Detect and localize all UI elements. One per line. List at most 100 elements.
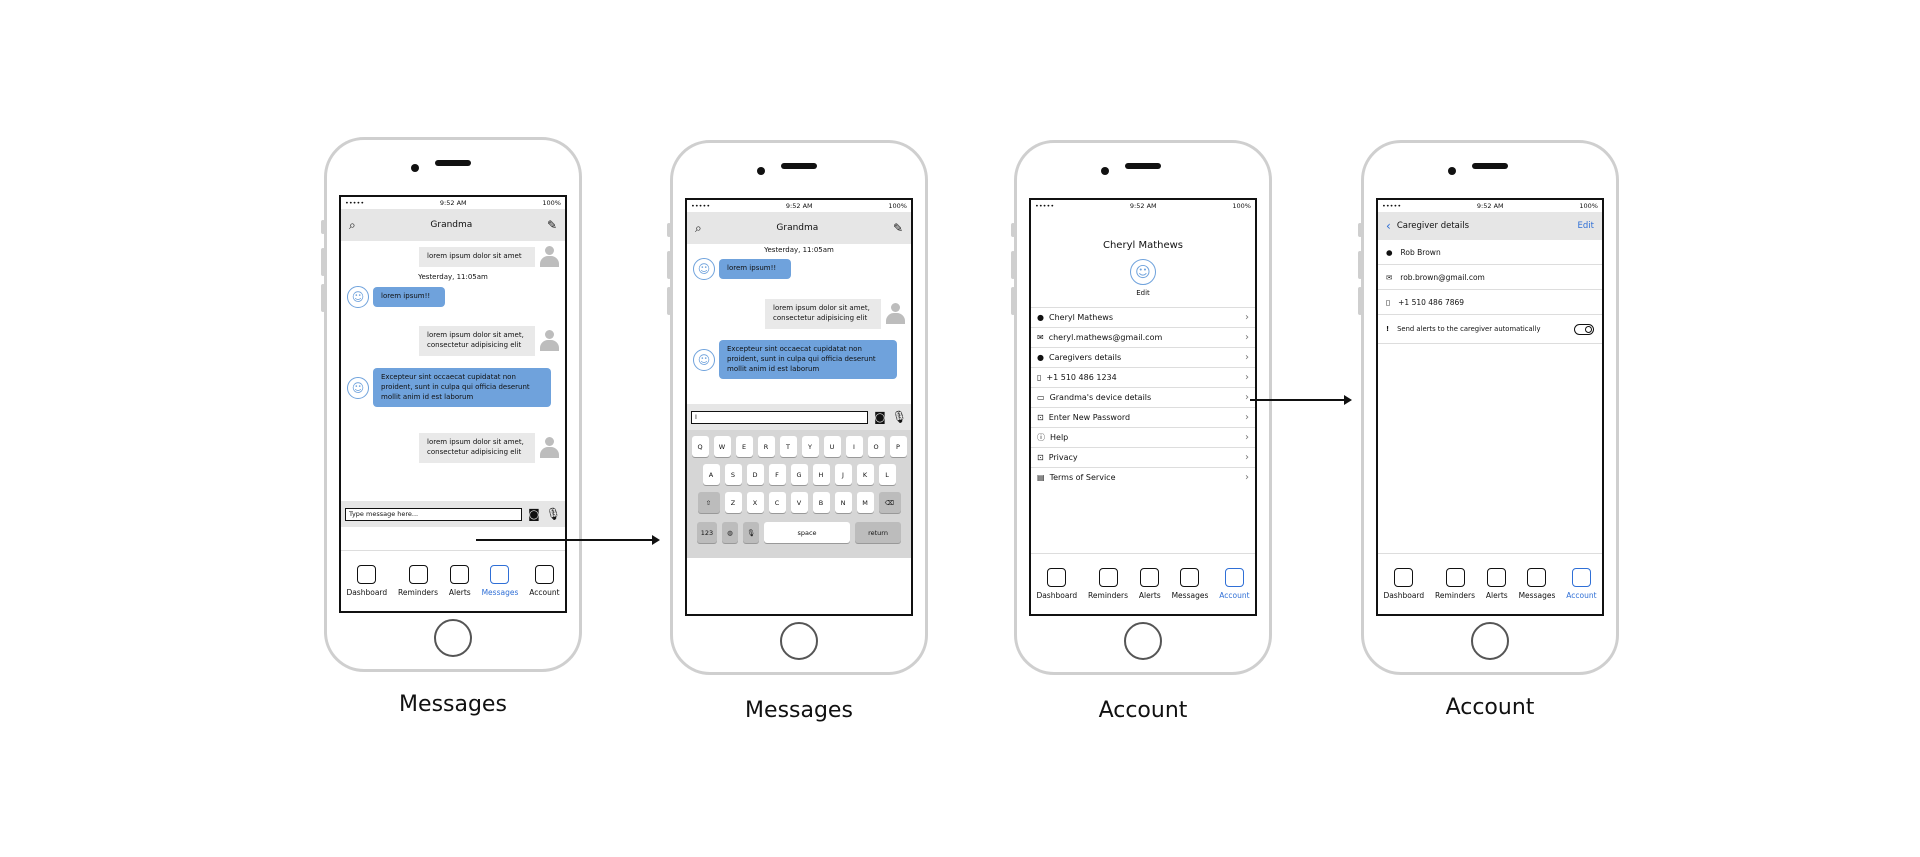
- home-button[interactable]: [780, 622, 818, 660]
- key[interactable]: A: [702, 464, 720, 485]
- key[interactable]: E: [735, 436, 753, 457]
- key[interactable]: O: [867, 436, 885, 457]
- clock: 9:52 AM: [1476, 202, 1504, 210]
- screen: ••••• 9:52 AM 100% ‹ Caregiver details E…: [1376, 198, 1604, 616]
- account-row-phone[interactable]: ▯+1 510 486 1234›: [1031, 367, 1255, 387]
- keyboard: Q W E R T Y U I O P A S D F G H: [687, 430, 911, 558]
- caregiver-phone-row: ▯+1 510 486 7869: [1378, 290, 1602, 315]
- timestamp: Yesterday, 11:05am: [764, 246, 834, 254]
- key[interactable]: F: [768, 464, 786, 485]
- tab-dashboard[interactable]: Dashboard: [1036, 568, 1077, 600]
- numbers-key[interactable]: 123: [697, 522, 717, 543]
- home-button[interactable]: [434, 619, 472, 657]
- account-row-email[interactable]: ✉cheryl.mathews@gmail.com›: [1031, 327, 1255, 347]
- chevron-right-icon: ›: [1245, 312, 1249, 323]
- tab-reminders[interactable]: Reminders: [1435, 568, 1475, 600]
- camera-icon[interactable]: ◙: [874, 410, 886, 424]
- key[interactable]: C: [768, 492, 786, 513]
- key[interactable]: N: [834, 492, 852, 513]
- back-chevron-icon[interactable]: ‹: [1386, 219, 1391, 233]
- account-row-privacy[interactable]: ⊡Privacy›: [1031, 447, 1255, 467]
- key[interactable]: P: [889, 436, 907, 457]
- key[interactable]: L: [878, 464, 896, 485]
- compose-icon[interactable]: ✎: [892, 221, 903, 235]
- key[interactable]: K: [856, 464, 874, 485]
- tab-alerts[interactable]: Alerts: [1139, 568, 1161, 600]
- tab-account[interactable]: Account: [1566, 568, 1597, 600]
- tab-messages[interactable]: Messages: [1519, 568, 1555, 600]
- tab-account[interactable]: Account: [1219, 568, 1250, 600]
- speaker: [1472, 163, 1508, 169]
- info-icon: ⓘ: [1037, 433, 1045, 442]
- tab-messages[interactable]: Messages: [482, 565, 518, 597]
- key[interactable]: X: [746, 492, 764, 513]
- account-row-password[interactable]: ⊡Enter New Password›: [1031, 407, 1255, 427]
- key[interactable]: U: [823, 436, 841, 457]
- edit-profile-link[interactable]: Edit: [1136, 289, 1150, 297]
- phone-account: ••••• 9:52 AM 100% Cheryl Mathews ☺ Edit…: [1011, 140, 1272, 740]
- lock-icon: ⊡: [1037, 453, 1044, 462]
- key[interactable]: G: [790, 464, 808, 485]
- battery: 100%: [1579, 202, 1598, 210]
- phone-caregiver-details: ••••• 9:52 AM 100% ‹ Caregiver details E…: [1358, 140, 1619, 740]
- compose-icon[interactable]: ✎: [546, 218, 557, 232]
- message-input[interactable]: Type message here...: [345, 507, 523, 521]
- key[interactable]: T: [779, 436, 797, 457]
- space-key[interactable]: space: [764, 522, 850, 543]
- account-row-name[interactable]: ●Cheryl Mathews›: [1031, 307, 1255, 327]
- return-key[interactable]: return: [855, 522, 901, 543]
- microphone-icon[interactable]: 🎙︎: [545, 507, 561, 521]
- tab-messages[interactable]: Messages: [1172, 568, 1208, 600]
- key[interactable]: Q: [691, 436, 709, 457]
- alerts-toggle[interactable]: [1574, 323, 1594, 335]
- mail-icon: ✉: [1037, 333, 1044, 342]
- key[interactable]: Y: [801, 436, 819, 457]
- message-bubble: lorem ipsum!!: [373, 287, 445, 307]
- tab-reminders[interactable]: Reminders: [398, 565, 438, 597]
- home-button[interactable]: [1124, 622, 1162, 660]
- tab-alerts[interactable]: Alerts: [1486, 568, 1508, 600]
- caregiver-detail-list: ●Rob Brown ✉rob.brown@gmail.com ▯+1 510 …: [1378, 240, 1602, 344]
- search-icon[interactable]: ⌕: [695, 220, 702, 235]
- key[interactable]: M: [856, 492, 874, 513]
- account-row-terms[interactable]: ▤Terms of Service›: [1031, 467, 1255, 487]
- tab-reminders[interactable]: Reminders: [1088, 568, 1128, 600]
- key[interactable]: D: [746, 464, 764, 485]
- edit-button[interactable]: Edit: [1577, 221, 1594, 231]
- camera-icon[interactable]: ◙: [528, 507, 540, 521]
- backspace-key-icon[interactable]: ⌫: [878, 492, 901, 513]
- screen-caption: Account: [1445, 695, 1535, 720]
- key[interactable]: V: [790, 492, 808, 513]
- shift-key-icon[interactable]: ⇧: [697, 492, 720, 513]
- mic-key-icon[interactable]: 🎙︎: [743, 522, 759, 543]
- person-icon: ●: [1037, 313, 1044, 322]
- key[interactable]: W: [713, 436, 731, 457]
- tab-dashboard[interactable]: Dashboard: [1383, 568, 1424, 600]
- screen-caption: Account: [1098, 698, 1188, 723]
- microphone-icon[interactable]: 🎙︎: [891, 410, 907, 424]
- tab-dashboard[interactable]: Dashboard: [346, 565, 387, 597]
- screen-caption: Messages: [745, 698, 853, 723]
- globe-key-icon[interactable]: ◍: [722, 522, 738, 543]
- tab-account[interactable]: Account: [529, 565, 560, 597]
- message-bubble: lorem ipsum dolor sit amet, consectetur …: [765, 299, 881, 329]
- tab-bar: Dashboard Reminders Alerts Messages Acco…: [1378, 553, 1602, 614]
- key[interactable]: J: [834, 464, 852, 485]
- battery: 100%: [1232, 202, 1251, 210]
- account-row-device[interactable]: ▭Grandma's device details›: [1031, 387, 1255, 407]
- key[interactable]: Z: [724, 492, 742, 513]
- account-row-caregivers[interactable]: ●Caregivers details›: [1031, 347, 1255, 367]
- search-icon[interactable]: ⌕: [349, 217, 356, 232]
- tab-alerts[interactable]: Alerts: [449, 565, 471, 597]
- battery: 100%: [542, 199, 561, 207]
- key[interactable]: R: [757, 436, 775, 457]
- key[interactable]: H: [812, 464, 830, 485]
- message-input[interactable]: I: [691, 410, 869, 424]
- message-bubble: lorem ipsum dolor sit amet: [419, 247, 535, 267]
- key[interactable]: S: [724, 464, 742, 485]
- message-incoming: ☺ Excepteur sint occaecat cupidatat non …: [347, 368, 551, 408]
- home-button[interactable]: [1471, 622, 1509, 660]
- key[interactable]: I: [845, 436, 863, 457]
- key[interactable]: B: [812, 492, 830, 513]
